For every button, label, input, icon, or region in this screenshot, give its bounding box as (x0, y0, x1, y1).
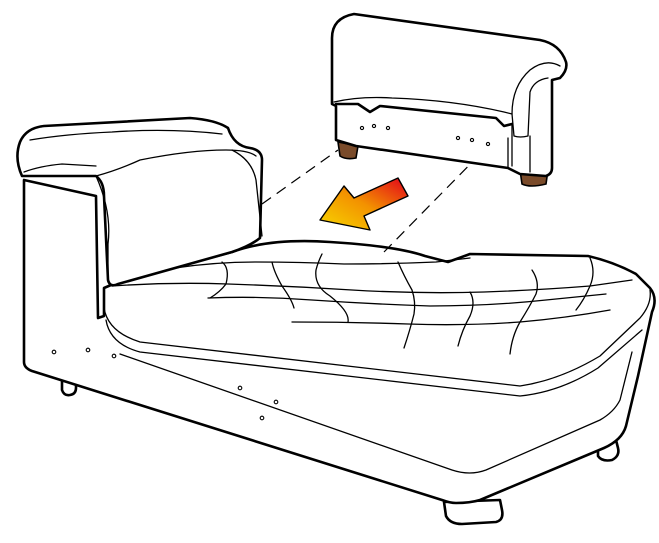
chaise-armrest (16, 116, 264, 287)
cushion-tuft-row-3 (207, 293, 607, 307)
backrest-right-roll-inner (511, 77, 549, 138)
cushion-tuft-col-6 (509, 269, 538, 355)
chaise-connector-hole (259, 415, 265, 421)
backrest-connector-hole (385, 125, 391, 131)
backrest-connector-hole (469, 137, 475, 143)
chaise-connector-hole (85, 347, 91, 353)
cushion-tuft-row-2 (111, 279, 633, 294)
cushion-tuft-col-1 (209, 261, 228, 299)
cushion-tuft-col-5 (457, 291, 474, 347)
chaise-connector-hole (237, 385, 243, 391)
armrest-side-curve (95, 175, 110, 283)
chaise-lounge (16, 116, 656, 526)
armrest-right-edge (231, 149, 263, 237)
insert-direction-arrow (319, 177, 409, 231)
cushion-tuft-col-4 (397, 261, 416, 349)
chaise-base-body (22, 178, 656, 505)
chaise-cushion-front-edge (103, 289, 651, 387)
backrest-module (330, 12, 568, 187)
alignment-guide-left (261, 149, 339, 205)
alignment-guides (261, 145, 489, 253)
backrest-right-roll (511, 62, 561, 115)
cushion-tuft-col-2 (271, 261, 295, 309)
backrest-connector-hole (359, 125, 365, 131)
chaise-right-foot (596, 438, 620, 462)
chaise-base-seam (105, 319, 643, 397)
armrest-top-seam (29, 129, 223, 141)
backrest-connector-hole (371, 123, 377, 129)
chaise-front-panel-seam (119, 351, 633, 474)
backrest-side-panel (511, 123, 531, 173)
chaise-connector-hole (111, 353, 117, 359)
chaise-connector-hole (51, 349, 57, 355)
chaise-front-foot (442, 498, 504, 526)
armrest-inner-curve (95, 149, 257, 177)
cushion-tuft-col-3 (315, 253, 349, 323)
backrest-bottom-edge (355, 137, 509, 169)
armrest-front-roll (23, 163, 97, 173)
chaise-connector-hole (273, 399, 279, 405)
backrest-bottom-band (334, 102, 514, 128)
cushion-tuft-col-7 (575, 257, 594, 311)
backrest-body (330, 12, 568, 178)
backrest-connector-hole (455, 135, 461, 141)
alignment-guide-right (383, 145, 489, 253)
backrest-top-seam (333, 96, 513, 115)
backrest-connector-hole (485, 141, 491, 147)
